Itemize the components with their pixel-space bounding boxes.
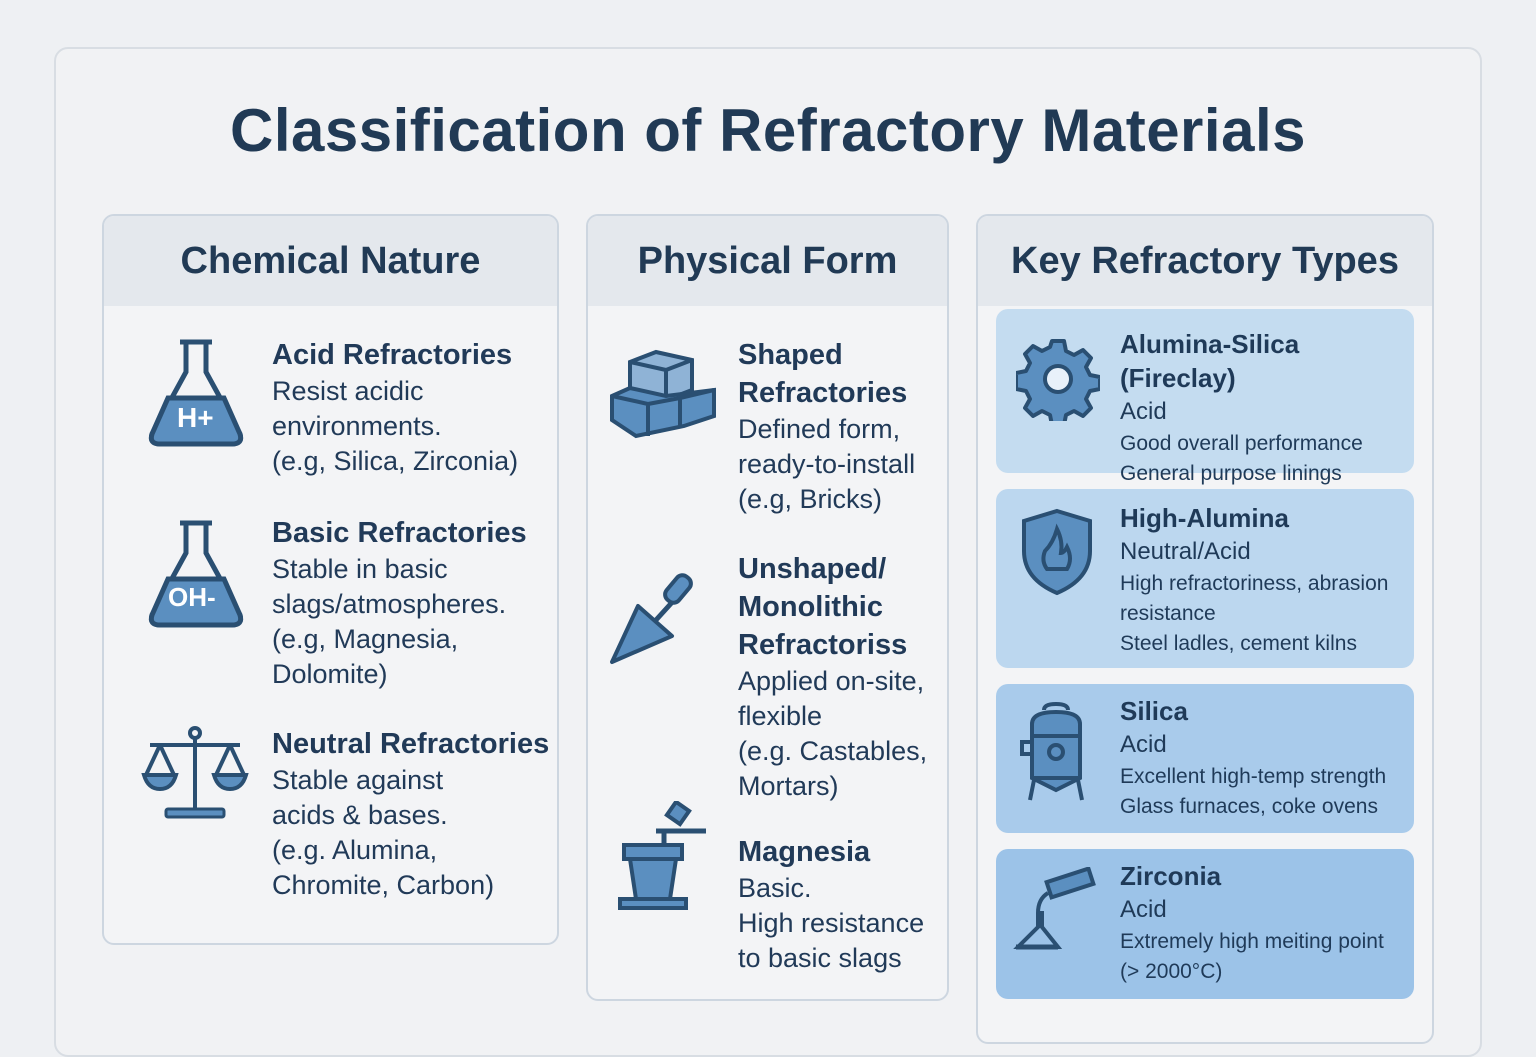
key-types-panel: Key Refractory Types Alumina-Silica (Fir… bbox=[976, 214, 1434, 1044]
type-card-zirconia: Zirconia Acid Extremely high meiting poi… bbox=[996, 849, 1414, 999]
item-title: Shaped bbox=[738, 339, 843, 371]
bricks-icon bbox=[610, 349, 716, 439]
card-title: Silica bbox=[1120, 696, 1188, 726]
physical-form-panel: Physical Form Shaped Refractories Define… bbox=[586, 214, 949, 1001]
flask-label: H+ bbox=[177, 402, 214, 433]
pouring-ladle-icon bbox=[1013, 867, 1096, 950]
item-title: Basic Refractories bbox=[272, 517, 527, 549]
item-title: Unshaped/ bbox=[738, 553, 887, 585]
chemical-nature-panel: Chemical Nature H+ Acid Refractories Res… bbox=[102, 214, 559, 945]
type-card-high-alumina: High-Alumina Neutral/Acid High refractor… bbox=[996, 489, 1414, 668]
flask-base-icon bbox=[148, 520, 244, 628]
panel-heading: Key Refractory Types bbox=[978, 216, 1432, 306]
type-card-silica: Silica Acid Excellent high-temp strength… bbox=[996, 684, 1414, 833]
page-title: Classification of Refractory Materials bbox=[229, 97, 1306, 164]
panel-heading: Chemical Nature bbox=[104, 216, 557, 306]
furnace-vessel-icon bbox=[1020, 702, 1084, 801]
item-title: Magnesia bbox=[738, 836, 871, 868]
type-card-fireclay: Alumina-Silica (Fireclay) Acid Good over… bbox=[996, 309, 1414, 485]
panel-heading: Physical Form bbox=[588, 216, 947, 306]
trowel-icon bbox=[610, 573, 693, 664]
shield-flame-icon bbox=[1022, 508, 1092, 596]
flask-label: OH- bbox=[168, 582, 216, 612]
card-title: High-Alumina bbox=[1120, 503, 1289, 533]
crucible-icon bbox=[618, 801, 706, 910]
item-title: Neutral Refractories bbox=[272, 728, 550, 760]
card-title: Zirconia bbox=[1120, 861, 1222, 891]
item-title: Acid Refractories bbox=[272, 339, 513, 371]
card-title: Alumina-Silica (Fireclay) bbox=[1120, 329, 1300, 393]
gear-icon bbox=[1016, 339, 1100, 421]
flask-acid-icon bbox=[148, 339, 244, 447]
balance-scale-icon bbox=[141, 726, 249, 819]
